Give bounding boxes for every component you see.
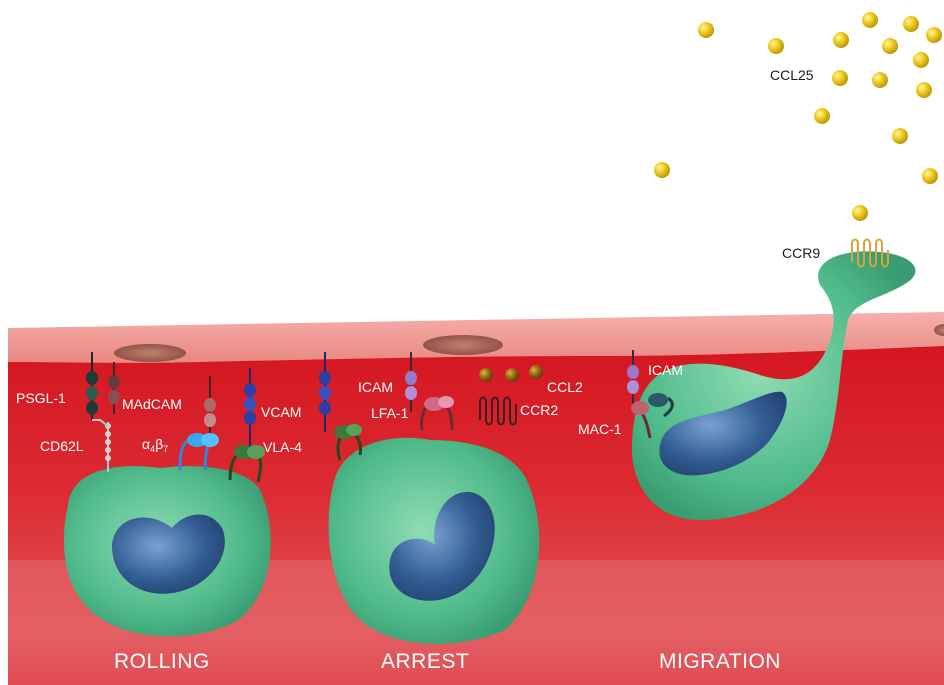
- ccl25-label: CCL25: [770, 68, 814, 82]
- ccr9-receptor: [852, 240, 888, 267]
- endothelial-cell: [423, 335, 503, 355]
- icam-label-arrest: ICAM: [358, 380, 393, 394]
- ccl2-label: CCL2: [547, 380, 583, 394]
- icam-label-migration: ICAM: [648, 363, 683, 377]
- psgl1-label: PSGL-1: [16, 391, 66, 405]
- ccl25-chemokines: [654, 12, 942, 221]
- vcam-label: VCAM: [261, 405, 301, 419]
- ccr2-receptor: [480, 398, 516, 425]
- mac1-label: MAC-1: [578, 422, 622, 436]
- alpha4beta7-label: α4β7: [142, 437, 168, 454]
- ccr2-label: CCR2: [520, 403, 558, 417]
- arrest-leukocyte: [329, 438, 540, 644]
- stage-label-migration: MIGRATION: [659, 651, 781, 672]
- vla4-label: VLA-4: [263, 440, 302, 454]
- madcam-label: MAdCAM: [122, 397, 182, 411]
- ccr9-label: CCR9: [782, 246, 820, 260]
- cd62l-label: CD62L: [40, 439, 84, 453]
- stage-label-rolling: ROLLING: [114, 651, 210, 672]
- stage-label-arrest: ARREST: [381, 651, 469, 672]
- lfa1-label: LFA-1: [371, 406, 408, 420]
- endothelial-cell: [114, 344, 186, 362]
